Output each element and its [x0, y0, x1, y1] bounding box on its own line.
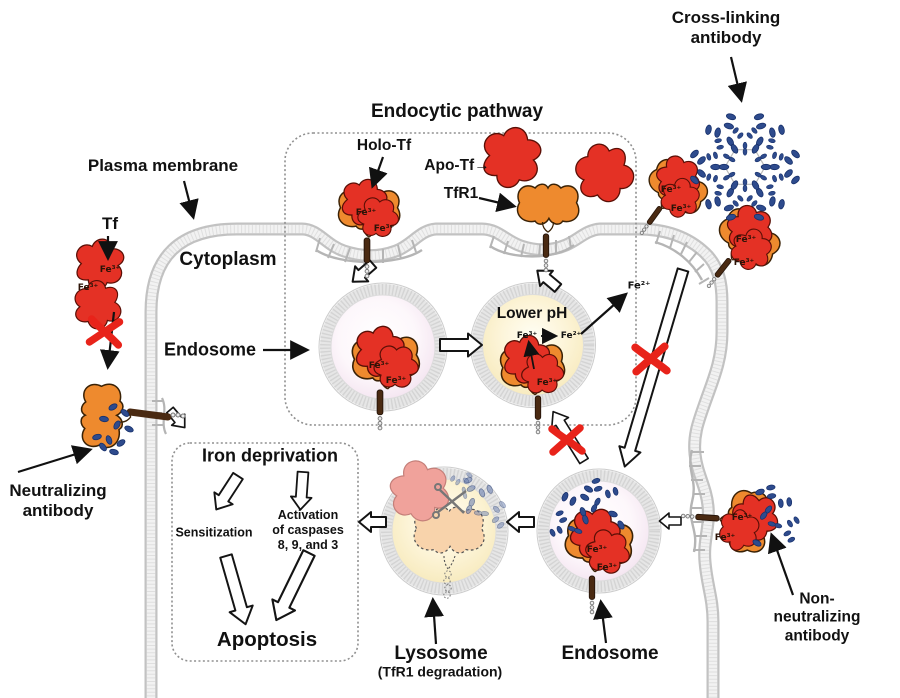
- label-tfr1: TfR1: [443, 184, 479, 202]
- iron-deprivation-box: [171, 442, 359, 662]
- label-holo-tf: Holo-Tf: [356, 136, 412, 154]
- fe3-label: Fe³⁺: [714, 533, 736, 543]
- label-cytoplasm: Cytoplasm: [179, 248, 277, 270]
- endosome-bottom-complex: [546, 474, 640, 615]
- non-neutralizing-antibody-shape: [747, 480, 802, 547]
- label-activation-caspases: Activation of caspases 8, 9, and 3: [272, 507, 344, 552]
- label-plasma-membrane: Plasma membrane: [87, 155, 239, 175]
- scissors-icon: [432, 483, 467, 519]
- neutralized-tfr1: [80, 383, 186, 456]
- label-lysosome-sub: (TfR1 degradation): [377, 663, 503, 680]
- label-lysosome: Lysosome: [394, 642, 488, 664]
- tfr1-receptor: [517, 184, 578, 273]
- label-cross-linking-antibody: Cross-linking antibody: [671, 7, 781, 47]
- endocytic-pathway-box: [284, 132, 637, 426]
- fe3-label: Fe³⁺: [355, 208, 377, 218]
- fe3-label: Fe³⁺: [536, 378, 558, 388]
- label-endosome-bottom: Endosome: [561, 642, 659, 664]
- fe3-label: Fe³⁺: [516, 331, 538, 341]
- crosslinking-antibody-cluster: [688, 109, 802, 225]
- fe3-label: Fe³⁺: [731, 513, 753, 523]
- label-iron-deprivation: Iron deprivation: [201, 445, 339, 466]
- label-non-neutralizing-antibody: Non-neutralizing antibody: [773, 590, 861, 645]
- fe3-label: Fe³⁺: [368, 361, 390, 371]
- neutralizing-antibody-shape: [92, 403, 134, 456]
- label-endocytic-pathway: Endocytic pathway: [370, 100, 544, 122]
- label-endosome-left: Endosome: [163, 339, 257, 360]
- label-lower-ph: Lower pH: [496, 304, 568, 322]
- fe3-label: Fe³⁺: [77, 283, 99, 293]
- fe3-label: Fe³⁺: [733, 258, 755, 268]
- pointer-arrows: [17, 56, 795, 645]
- label-apo-tf: Apo-Tf→: [424, 156, 490, 174]
- fe3-label: Fe³⁺: [385, 376, 407, 386]
- fe3-label: Fe³⁺: [735, 235, 757, 245]
- label-apoptosis: Apoptosis: [216, 627, 318, 651]
- fe3-label: Fe³⁺: [596, 563, 618, 573]
- fe2-cytoplasm-label: Fe²⁺: [627, 280, 651, 292]
- fe3-label: Fe³⁺: [586, 545, 608, 555]
- label-tf: Tf: [101, 213, 119, 233]
- fe3-label: Fe³⁺: [660, 185, 682, 195]
- fe3-label: Fe³⁺: [99, 265, 121, 275]
- fe3-label: Fe³⁺: [670, 204, 692, 214]
- label-neutralizing-antibody: Neutralizing antibody: [9, 480, 107, 520]
- label-sensitization: Sensitization: [175, 525, 253, 540]
- lysosome-contents: [379, 451, 508, 599]
- plasma-membrane-shape: [144, 222, 729, 698]
- fe3-label: Fe³⁺: [373, 224, 395, 234]
- fe2-label: Fe²⁺: [560, 331, 582, 341]
